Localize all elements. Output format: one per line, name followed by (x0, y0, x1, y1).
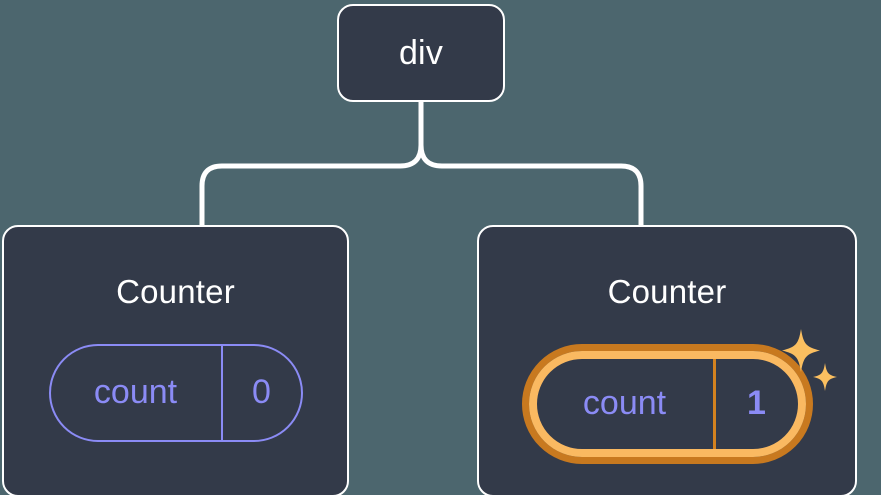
node-counter-left[interactable]: Counter count 0 (2, 225, 349, 495)
state-key-right: count (582, 384, 667, 422)
state-pill-right-highlight-ring: count 1 (521, 344, 813, 464)
state-pill-left[interactable]: count 0 (48, 344, 303, 442)
node-counter-right[interactable]: Counter count 1 (477, 225, 857, 495)
state-pill-left-wrap: count 0 (48, 344, 303, 442)
node-div[interactable]: div (337, 4, 505, 102)
state-value-left: 0 (220, 346, 301, 440)
state-value-right: 1 (712, 359, 798, 449)
state-key-left: count (93, 373, 178, 411)
node-counter-left-label: Counter (116, 273, 235, 310)
connector-branch-left (199, 142, 424, 229)
connector-branch-right (418, 142, 644, 229)
node-counter-right-label: Counter (607, 273, 727, 310)
state-pill-right-wrap: count 1 (521, 344, 813, 464)
sparkle-small (813, 363, 837, 391)
node-div-label: div (398, 34, 444, 72)
state-pill-right[interactable]: count 1 (528, 351, 806, 457)
